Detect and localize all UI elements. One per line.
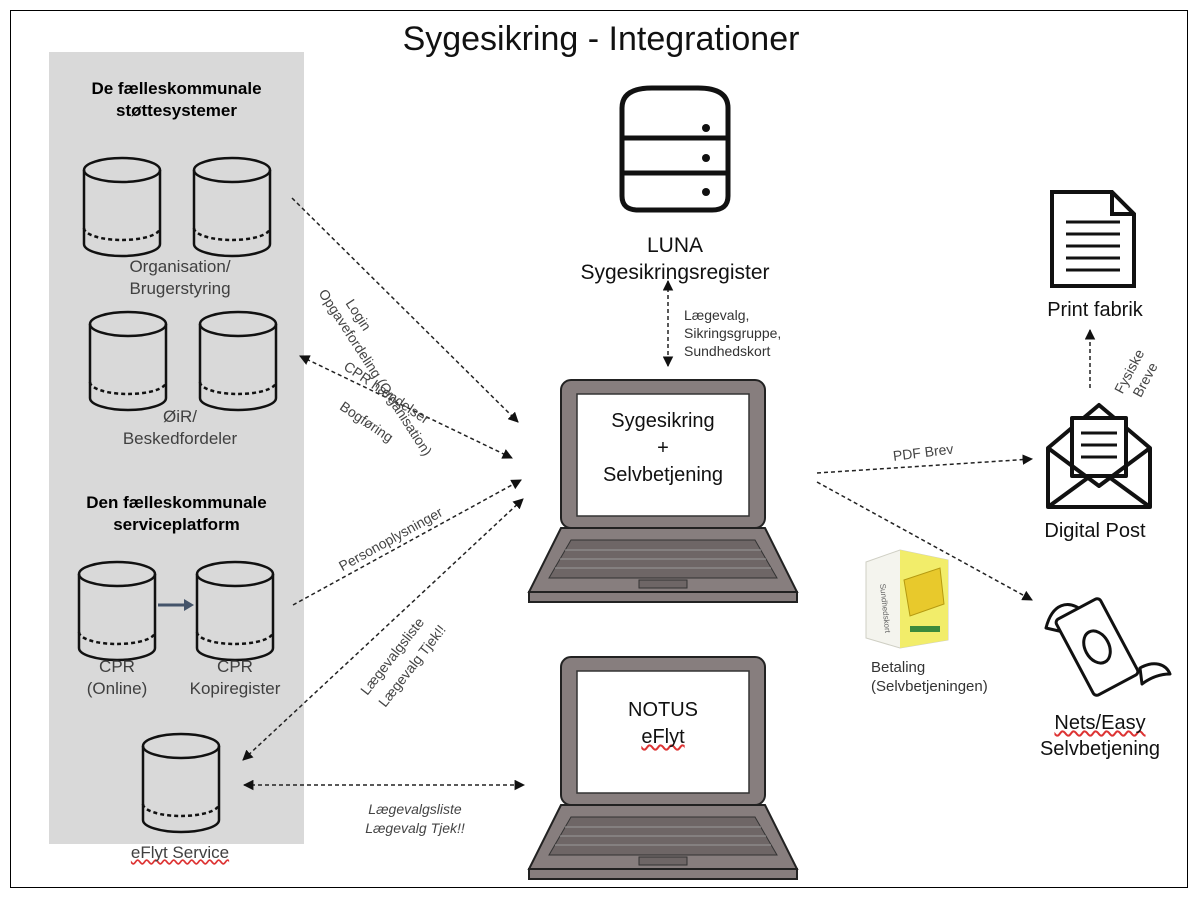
- db-org-label-1: Organisation/: [129, 257, 231, 276]
- db-org-2-icon: [192, 156, 272, 258]
- db-cpr-online-label-2: (Online): [86, 679, 148, 698]
- db-org-label-2: Brugerstyring: [129, 279, 231, 298]
- page-title: Sygesikring - Integrationer: [402, 20, 800, 58]
- heading-stottesystemer-line1: De fælleskommunale: [91, 79, 262, 98]
- edge-label-bottom-1: Lægevalgsliste: [368, 801, 462, 817]
- edge-label-bottom-2: Lægevalg Tjek!!: [365, 820, 465, 836]
- heading-serviceplatform-line2: serviceplatform: [113, 515, 240, 534]
- db-cpr-kopi-label-2: Kopiregister: [189, 679, 281, 698]
- laptop-notus-icon: [528, 656, 798, 880]
- health-card-box-icon: Sundhedskort: [865, 549, 949, 649]
- db-eflyt-icon: [141, 732, 221, 834]
- edge-cpr-haendelser: [299, 355, 513, 459]
- db-eflyt-label: eFlyt Service: [130, 843, 230, 862]
- db-oir-2-icon: [198, 310, 278, 412]
- db-cpr-online-label-1: CPR: [99, 657, 135, 676]
- document-icon: [1050, 190, 1136, 288]
- luna-edge-label-3: Sundhedskort: [684, 343, 771, 359]
- db-org-1-icon: [82, 156, 162, 258]
- luna-edge-label-1: Lægevalg,: [684, 307, 750, 323]
- digital-post-label: Digital Post: [1044, 520, 1146, 542]
- db-cpr-kopi-icon: [195, 560, 275, 662]
- nets-label-1: Nets/Easy: [1054, 712, 1146, 734]
- db-cpr-kopi-label-1: CPR: [217, 657, 253, 676]
- luna-server-icon: [619, 85, 731, 213]
- diagram-frame: [10, 10, 1188, 888]
- db-oir-label-1: ØiR/: [163, 407, 197, 426]
- db-cpr-online-icon: [77, 560, 157, 662]
- edge-pdf-brev: [816, 454, 1034, 474]
- edge-nets: [816, 481, 1033, 601]
- luna-label-2: Sygesikringsregister: [580, 261, 770, 284]
- nets-label-2: Selvbetjening: [1039, 738, 1161, 760]
- laptop1-text-3: Selvbetjening: [602, 464, 724, 486]
- money-wings-icon: [1044, 597, 1172, 697]
- edge-personoplysninger: [292, 479, 522, 606]
- laptop2-text-1: NOTUS: [628, 699, 698, 721]
- db-oir-1-icon: [88, 310, 168, 412]
- db-oir-label-2: Beskedfordeler: [122, 429, 238, 448]
- edge-laegevalgsliste: [242, 498, 524, 761]
- heading-stottesystemer-line2: støttesystemer: [116, 101, 237, 120]
- luna-edge-label-2: Sikringsgruppe,: [684, 325, 782, 341]
- laptop2-text-2: eFlyt: [641, 726, 685, 748]
- betaling-label-1: Betaling: [871, 659, 926, 676]
- luna-label-1: LUNA: [646, 234, 704, 257]
- print-fabrik-label: Print fabrik: [1047, 299, 1143, 321]
- laptop1-text-2: +: [657, 437, 669, 459]
- betaling-label-2: (Selvbetjeningen): [871, 678, 988, 695]
- heading-serviceplatform-line1: Den fælleskommunale: [86, 493, 267, 512]
- envelope-icon: [1046, 403, 1152, 509]
- laptop1-text-1: Sygesikring: [611, 410, 715, 432]
